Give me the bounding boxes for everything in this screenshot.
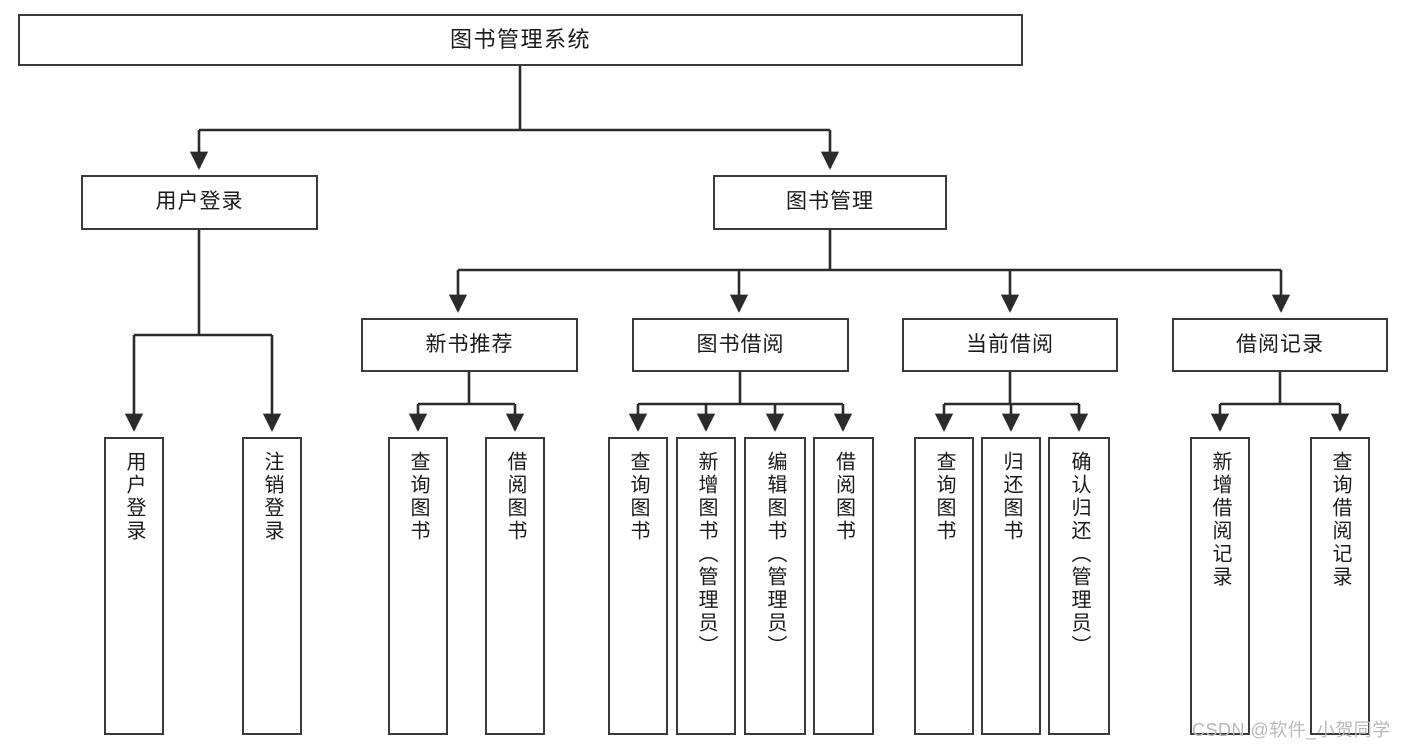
node-label: 借阅图书: [504, 451, 526, 543]
node-label: 图书管理系统: [449, 27, 591, 53]
node-label: 编辑图书（管理员）: [764, 451, 786, 658]
node-label: 查询图书: [407, 451, 429, 543]
leaf-edit-book-admin[interactable]: 编辑图书（管理员）: [744, 437, 806, 735]
node-new-book-recommendation[interactable]: 新书推荐: [361, 318, 578, 372]
node-label: 用户登录: [123, 451, 145, 543]
node-label: 归还图书: [1000, 451, 1022, 543]
leaf-return-books[interactable]: 归还图书: [981, 437, 1041, 735]
leaf-user-login[interactable]: 用户登录: [104, 437, 164, 735]
node-label: 用户登录: [155, 190, 244, 214]
node-label: 新增借阅记录: [1209, 451, 1231, 589]
node-current-borrowing[interactable]: 当前借阅: [902, 318, 1118, 372]
leaf-query-borrow-record[interactable]: 查询借阅记录: [1310, 437, 1370, 735]
leaf-query-books-current[interactable]: 查询图书: [914, 437, 974, 735]
node-label: 新增图书（管理员）: [695, 451, 717, 658]
node-label: 借阅记录: [1236, 332, 1324, 356]
node-label: 借阅图书: [832, 451, 855, 543]
node-label: 新书推荐: [425, 332, 514, 356]
node-label: 查询借阅记录: [1329, 451, 1351, 589]
leaf-add-book-admin[interactable]: 新增图书（管理员）: [676, 437, 736, 735]
node-label: 注销登录: [261, 451, 283, 543]
node-user-login[interactable]: 用户登录: [81, 175, 318, 230]
node-label: 确认归还（管理员）: [1068, 451, 1090, 658]
leaf-confirm-return-admin[interactable]: 确认归还（管理员）: [1048, 437, 1110, 735]
node-root-book-management-system[interactable]: 图书管理系统: [18, 14, 1023, 66]
leaf-query-books-new[interactable]: 查询图书: [388, 437, 448, 735]
leaf-borrow-books[interactable]: 借阅图书: [813, 437, 874, 735]
node-borrowing-records[interactable]: 借阅记录: [1172, 318, 1388, 372]
node-label: 当前借阅: [966, 332, 1054, 356]
node-label: 图书管理: [786, 190, 874, 214]
node-label: 图书借阅: [696, 332, 785, 356]
csdn-watermark: CSDN @软件_小贺同学: [1192, 720, 1391, 740]
leaf-logout[interactable]: 注销登录: [242, 437, 302, 735]
leaf-add-borrow-record[interactable]: 新增借阅记录: [1190, 437, 1250, 735]
node-book-management[interactable]: 图书管理: [713, 175, 947, 230]
node-label: 查询图书: [933, 451, 955, 543]
node-label: 查询图书: [627, 451, 649, 543]
leaf-borrow-books-new[interactable]: 借阅图书: [485, 437, 545, 735]
node-book-borrowing[interactable]: 图书借阅: [632, 318, 849, 372]
leaf-query-books-borrow[interactable]: 查询图书: [608, 437, 668, 735]
